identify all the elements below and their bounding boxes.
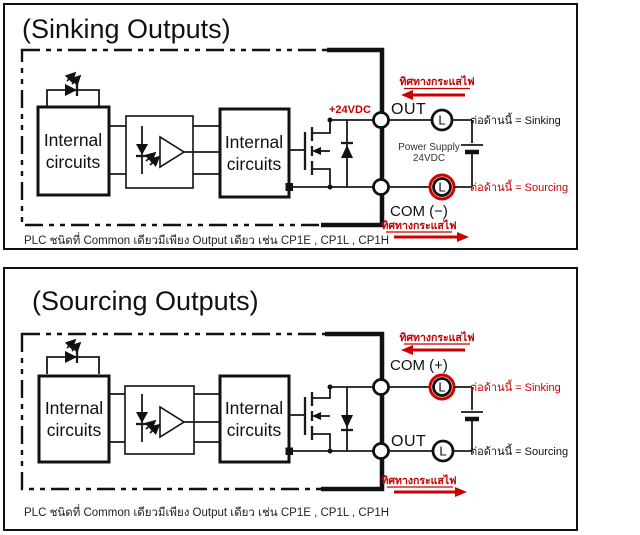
plc-boundary <box>20 331 385 492</box>
internal-circuits-box-2: Internal circuits <box>218 107 291 199</box>
internal-circuits-label: circuits <box>47 420 102 440</box>
optocoupler-box <box>125 115 194 189</box>
current-direction-label: ทิศทางกระแสไฟ <box>381 219 456 232</box>
junction-dot <box>327 184 333 190</box>
optocoupler-box <box>124 385 195 455</box>
power-supply-label: Power Supply <box>398 142 460 153</box>
plc-boundary <box>20 47 385 228</box>
current-direction-top: ทิศทางกระแสไฟ <box>399 75 475 100</box>
panel-caption: PLC ชนิดที่ Common เดียวมีเพียง Output เ… <box>24 504 389 519</box>
terminal-label-out: OUT <box>391 433 426 450</box>
battery-icon <box>461 411 483 422</box>
left-arrow-icon <box>401 345 413 355</box>
load-lamp-bottom: L <box>431 439 455 463</box>
opto-led-icon <box>136 126 161 174</box>
connection-note-sinking: ต่อด้านนี้ = Sinking <box>470 112 561 127</box>
svg-text:L: L <box>438 113 445 128</box>
terminal-pad <box>285 183 293 191</box>
indicator-led-icon <box>46 338 100 374</box>
internal-circuits-box-1: Internal circuits <box>37 374 111 464</box>
internal-circuits-label: circuits <box>46 152 101 172</box>
current-direction-bottom: ทิศทางกระแสไฟ <box>381 219 469 242</box>
panel-title: (Sinking Outputs) <box>22 14 231 44</box>
internal-circuits-box-1: Internal circuits <box>36 105 111 197</box>
internal-circuits-label: Internal <box>225 132 283 152</box>
terminal-label-com: COM (+) <box>390 357 448 374</box>
terminal-pad <box>285 447 293 455</box>
left-arrow-icon <box>401 90 413 100</box>
current-direction-label: ทิศทางกระแสไฟ <box>399 75 474 88</box>
power-supply-label: 24VDC <box>413 153 445 164</box>
indicator-led-icon <box>46 71 100 107</box>
internal-circuits-label: circuits <box>227 420 282 440</box>
amplifier-icon <box>159 405 186 439</box>
panel-sourcing-outputs: (Sourcing Outputs) Internal circuits <box>3 267 578 531</box>
opto-led-icon <box>136 394 161 442</box>
junction-dot <box>327 448 333 454</box>
load-lamp-top: L <box>430 108 454 132</box>
sourcing-schematic: (Sourcing Outputs) Internal circuits <box>20 286 568 519</box>
current-direction-bottom: ทิศทางกระแสไฟ <box>381 474 467 497</box>
internal-circuits-label: Internal <box>44 130 102 150</box>
mosfet-icon <box>289 387 331 451</box>
terminal-label-out: OUT <box>391 101 426 118</box>
sinking-schematic: (Sinking Outputs) Internal circuits <box>20 14 568 247</box>
mosfet-icon <box>289 120 331 187</box>
internal-circuits-label: Internal <box>225 398 283 418</box>
connection-note-sinking: ต่อด้านนี้ = Sinking <box>470 379 561 394</box>
terminal-label-com: COM (−) <box>390 203 448 220</box>
flyback-diode-icon <box>341 387 353 451</box>
junction-dot <box>327 117 333 123</box>
connection-note-sourcing: ต่อด้านนี้ = Sourcing <box>470 443 568 458</box>
svg-text:L: L <box>438 380 445 395</box>
terminal-out-node <box>372 442 390 460</box>
current-direction-label: ทิศทางกระแสไฟ <box>381 474 456 487</box>
right-arrow-icon <box>457 232 469 242</box>
svg-text:L: L <box>438 180 445 195</box>
terminal-out-node <box>372 111 390 129</box>
panel-caption: PLC ชนิดที่ Common เดียวมีเพียง Output เ… <box>24 232 389 247</box>
panel-sinking-outputs: (Sinking Outputs) Internal circuits <box>3 3 578 250</box>
internal-circuits-label: circuits <box>227 154 282 174</box>
current-direction-label: ทิศทางกระแสไฟ <box>399 331 474 344</box>
svg-text:L: L <box>439 444 446 459</box>
terminal-com-node <box>372 178 390 196</box>
load-lamp-top-highlighted: L <box>428 373 456 401</box>
connection-note-sourcing: ต่อด้านนี้ = Sourcing <box>470 179 568 194</box>
right-arrow-icon <box>455 487 467 497</box>
junction-dot <box>327 384 333 390</box>
panel-title: (Sourcing Outputs) <box>32 286 259 316</box>
load-lamp-bottom-highlighted: L <box>428 173 456 201</box>
voltage-label: +24VDC <box>329 104 371 116</box>
internal-circuits-box-2: Internal circuits <box>218 374 291 464</box>
internal-circuits-label: Internal <box>45 398 103 418</box>
current-direction-top: ทิศทางกระแสไฟ <box>399 331 475 355</box>
flyback-diode-icon <box>341 120 353 187</box>
battery-icon <box>461 144 483 155</box>
terminal-com-node <box>372 378 390 396</box>
amplifier-icon <box>159 135 186 169</box>
